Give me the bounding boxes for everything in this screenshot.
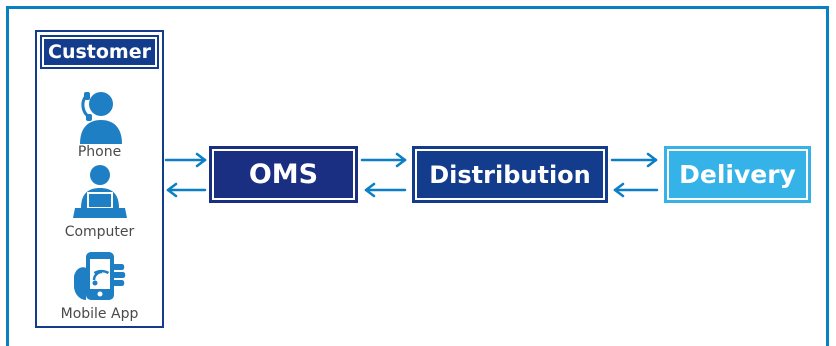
- arrow-oms-to-customer: [166, 182, 207, 198]
- mobile-app-icon: [74, 252, 126, 300]
- customer-header: Customer: [40, 35, 159, 69]
- oms-label: OMS: [248, 159, 319, 190]
- computer-user-icon: [73, 165, 127, 218]
- flow-arrows: [164, 152, 659, 198]
- delivery-label: Delivery: [679, 160, 796, 189]
- distribution-label: Distribution: [429, 160, 591, 189]
- arrow-delivery-to-distribution: [613, 182, 659, 198]
- arrow-customer-to-oms: [164, 152, 207, 168]
- arrow-oms-to-distribution: [360, 152, 407, 168]
- phone-user-icon: [79, 92, 122, 144]
- device-label-phone: Phone: [77, 144, 122, 160]
- diagram-frame: [6, 6, 829, 346]
- arrow-distribution-to-oms: [364, 182, 407, 198]
- device-label-computer: Computer: [64, 224, 135, 240]
- device-label-mobile-app: Mobile App: [60, 306, 139, 322]
- customer-panel: Customer Phone Computer Mobile App: [35, 30, 164, 328]
- distribution-box: Distribution: [412, 146, 608, 203]
- arrow-distribution-to-delivery: [610, 152, 658, 168]
- oms-box: OMS: [209, 146, 358, 203]
- delivery-box: Delivery: [664, 146, 811, 203]
